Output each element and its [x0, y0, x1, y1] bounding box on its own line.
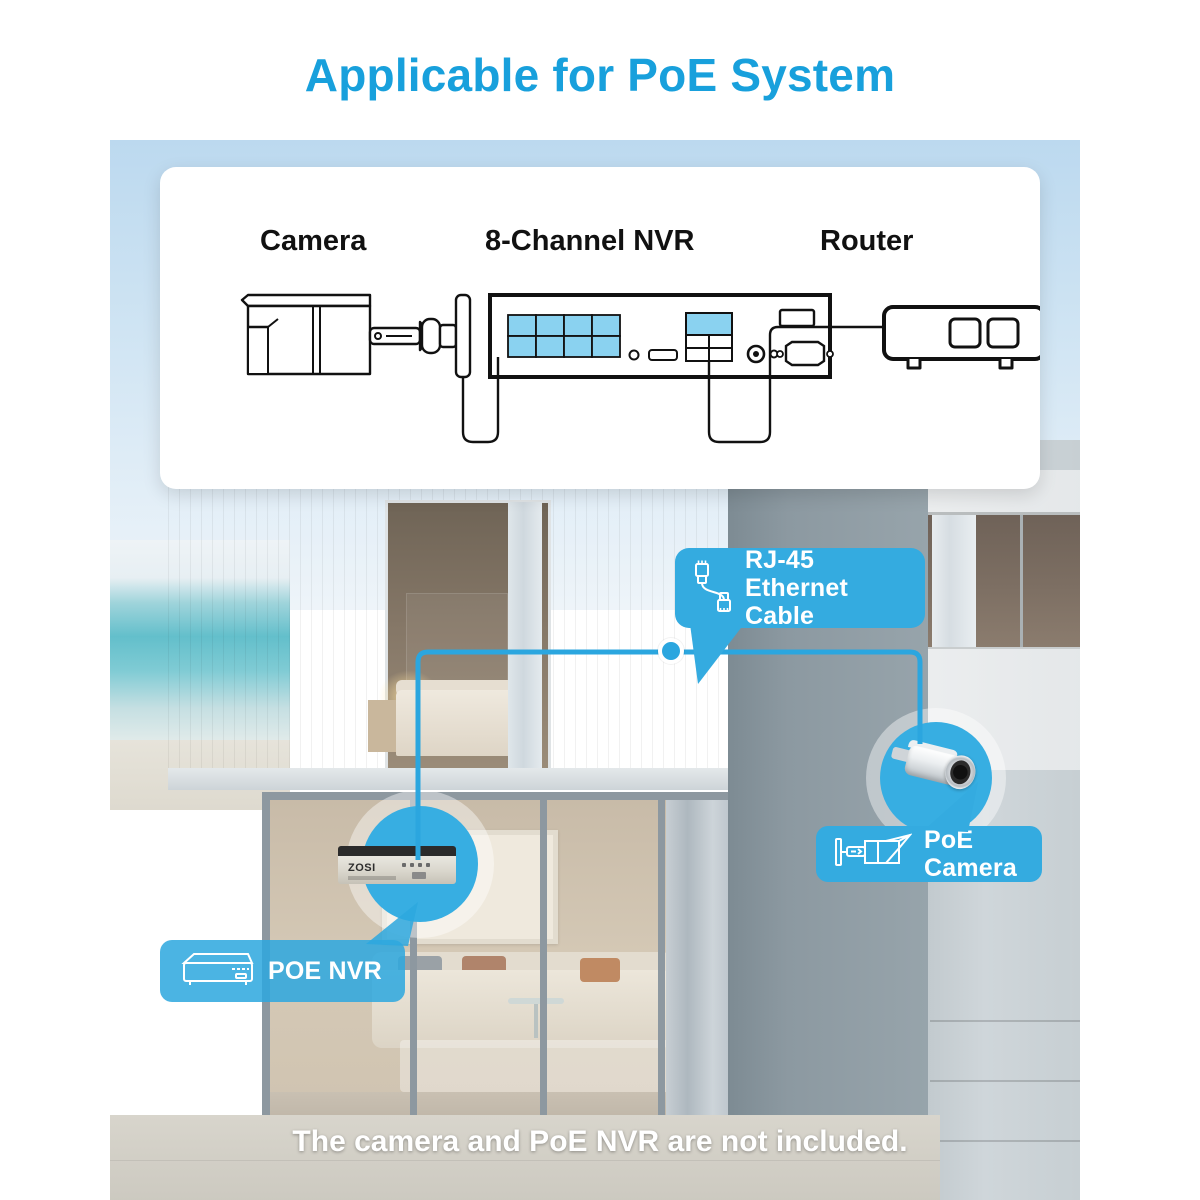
- camera-line-drawing: [240, 293, 472, 379]
- curtain: [932, 515, 976, 647]
- garage-panel-line: [930, 1140, 1080, 1142]
- patio-paving: [110, 1115, 940, 1200]
- nvr-status-leds: [402, 863, 430, 867]
- door-mullion: [658, 792, 665, 1138]
- nvr-brand-underline: [348, 876, 396, 880]
- page-title: Applicable for PoE System: [304, 49, 896, 101]
- nvr-device: ZOSI: [338, 846, 456, 884]
- router-line-drawing: [882, 305, 1040, 370]
- nvr-front-port: [412, 872, 426, 879]
- side-table-leg: [534, 1002, 538, 1038]
- badge-poe-nvr-label: POE NVR: [268, 957, 382, 985]
- label-router: Router: [820, 225, 914, 257]
- disclaimer-caption: The camera and PoE NVR are not included.: [292, 1125, 908, 1158]
- badge-poe-camera-label: PoE Camera: [924, 826, 1017, 882]
- nvr-chassis: [338, 856, 456, 884]
- bedroom-curtain: [508, 502, 542, 768]
- living-room-curtain: [666, 800, 738, 1130]
- badge-poe-camera-pointer: [924, 782, 978, 832]
- sofa: [372, 970, 672, 1048]
- badge-rj45[interactable]: RJ-45 Ethernet Cable: [675, 546, 925, 630]
- nvr-rear-panel-drawing: [488, 293, 834, 379]
- garage-panel-line: [930, 1080, 1080, 1082]
- scene-photo: ZOSI: [110, 140, 1080, 1200]
- badge-poe-nvr-pointer: [366, 902, 418, 946]
- cable-camera-to-nvr: [461, 357, 500, 444]
- window-mullion: [1020, 515, 1023, 647]
- vga-port: [776, 340, 834, 367]
- diagram-labels: Camera 8-Channel NVR Router: [160, 167, 1040, 257]
- upper-right-window: [928, 512, 1080, 647]
- badge-rj45-pointer: [690, 624, 744, 684]
- side-table: [508, 998, 564, 1004]
- hdmi-port: [648, 349, 678, 361]
- badge-rj45-label: RJ-45 Ethernet Cable: [745, 546, 849, 630]
- nvr-top-cover: [338, 846, 456, 857]
- label-nvr: 8-Channel NVR: [485, 225, 695, 257]
- lan-port-grid: [685, 312, 733, 362]
- cable-junction-node: [658, 638, 684, 664]
- badge-poe-nvr[interactable]: POE NVR: [160, 940, 405, 1002]
- door-mullion: [410, 792, 417, 1138]
- garage-panel-line: [930, 1020, 1080, 1022]
- door-mullion: [540, 792, 547, 1138]
- diagram-drawing: [240, 293, 1040, 444]
- bed: [396, 690, 518, 756]
- nvr-outline-icon: [178, 949, 256, 994]
- upper-floor-slab: [168, 768, 728, 790]
- diagram-cables: [461, 325, 884, 444]
- ocean: [110, 540, 290, 750]
- badge-poe-camera[interactable]: PoE Camera: [816, 826, 1042, 882]
- usb-port: [628, 349, 640, 361]
- diagram-card: Camera 8-Channel NVR Router: [160, 167, 1040, 489]
- poe-port-group: [507, 314, 621, 358]
- ethernet-cable-icon: [693, 560, 733, 617]
- power-switch: [778, 308, 816, 328]
- patio-joint: [110, 1160, 940, 1161]
- cushion: [580, 958, 620, 982]
- cable-nvr-to-router: [707, 325, 884, 444]
- bullet-camera-outline-icon: [834, 832, 913, 876]
- nvr-brand-logo: ZOSI: [348, 862, 376, 874]
- label-camera: Camera: [260, 225, 367, 257]
